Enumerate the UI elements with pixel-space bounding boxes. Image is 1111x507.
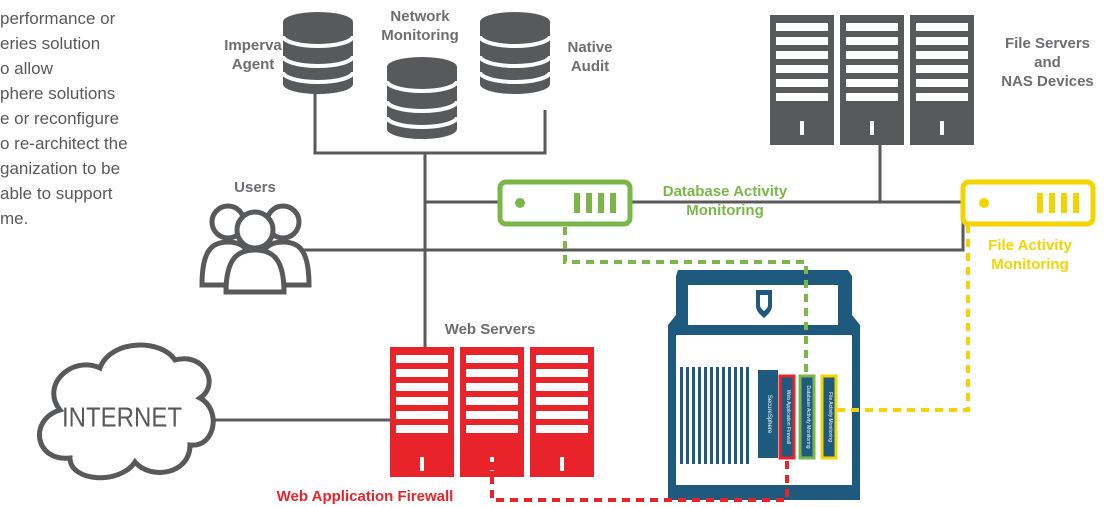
web-servers-label: Web Servers <box>444 321 536 338</box>
label-line: Imperva <box>224 37 282 54</box>
platform-text: SecureSphere <box>766 395 772 434</box>
waf-label: Web Application Firewall <box>276 488 454 505</box>
securesphere-appliance-icon: SecureSphere Web Application Firewall Da… <box>668 270 860 500</box>
native-audit-db-icon <box>478 10 552 96</box>
label-line: and <box>1034 54 1061 71</box>
label-line: NAS Devices <box>1001 73 1094 90</box>
label-line: File Servers <box>1004 35 1091 52</box>
internet-cloud-icon <box>37 342 216 481</box>
internet-label: INTERNET <box>62 403 182 433</box>
file-servers-icon <box>770 15 974 145</box>
native-audit-label: Native Audit <box>555 38 625 76</box>
imperva-agent-db-icon <box>281 10 355 96</box>
network-monitoring-label: Network Monitoring <box>365 7 475 45</box>
label-line: Monitoring <box>381 27 459 44</box>
dam-dashed-link <box>563 227 808 376</box>
label-line: Monitoring <box>686 202 764 219</box>
fam-label: File Activity Monitoring <box>970 236 1090 274</box>
label-line: Monitoring <box>991 256 1069 273</box>
network-monitoring-db-icon <box>385 55 459 141</box>
fam-dashed-link <box>838 225 970 412</box>
paragraph-line: performance or <box>0 9 116 28</box>
network-lines <box>185 90 965 422</box>
intro-paragraph: performance or eries solution o allow ph… <box>0 6 128 231</box>
label-line: Audit <box>570 58 610 75</box>
paragraph-line: able to support <box>0 184 113 203</box>
web-servers-icon <box>390 347 594 477</box>
fam-gateway-icon <box>960 179 1096 227</box>
module-dam-text: Database Activity Monitoring <box>805 385 811 448</box>
file-servers-label: File Servers and NAS Devices <box>990 34 1105 91</box>
users-icon <box>199 203 312 295</box>
dam-label: Database Activity Monitoring <box>640 182 810 220</box>
paragraph-line: o allow <box>0 59 53 78</box>
label-line: Network <box>390 8 450 25</box>
paragraph-line: o re-architect the <box>0 134 128 153</box>
label-line: Database Activity <box>662 183 788 200</box>
paragraph-line: eries solution <box>0 34 101 53</box>
label-line: Agent <box>231 56 275 73</box>
paragraph-line: ganization to be <box>0 159 121 178</box>
module-waf-text: Web Application Firewall <box>785 390 791 444</box>
paragraph-line: phere solutions <box>0 84 116 103</box>
users-label: Users <box>234 179 276 196</box>
module-fam-text: File Activity Monitoring <box>827 392 833 442</box>
label-line: Native <box>567 39 613 56</box>
waf-dashed-link <box>490 460 789 502</box>
imperva-agent-label: Imperva Agent <box>213 36 293 74</box>
paragraph-line: e or reconfigure <box>0 109 120 128</box>
dam-gateway-icon <box>497 179 633 227</box>
label-line: File Activity <box>988 237 1072 254</box>
paragraph-line: me. <box>0 209 29 228</box>
